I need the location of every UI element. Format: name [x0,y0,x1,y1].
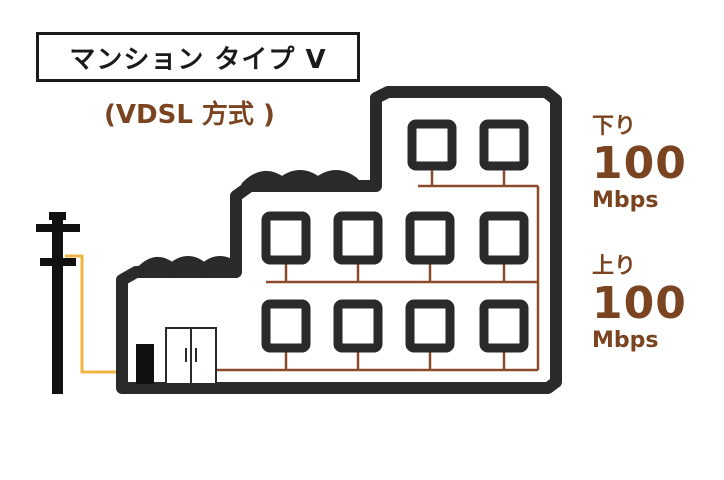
room-unit [405,299,455,353]
room-unit [479,299,529,353]
roof-bumps-upper [241,170,359,191]
pole-crossarm-bottom [40,258,76,266]
vdsl-device [136,344,154,384]
upload-unit: Mbps [592,328,659,353]
upload-label: 上り [592,254,637,279]
upload-value: 100 [592,278,687,329]
roof-bumps-lower [135,256,241,277]
utility-pole [36,212,80,394]
room-unit [479,211,529,265]
download-label: 下り [592,114,637,139]
upload-speed: 上り 100 Mbps [592,254,687,354]
building-wiring [216,166,540,372]
room-unit [333,299,383,353]
title-box: マンション タイプ V [36,32,360,82]
room-unit [405,211,455,265]
distribution-cabinet [165,327,217,385]
download-speed: 下り 100 Mbps [592,114,687,214]
room-unit [261,211,311,265]
room-unit [261,299,311,353]
room-unit [333,211,383,265]
page-title: マンション タイプ V [69,44,327,75]
room-unit [479,119,529,171]
room-units [261,119,529,353]
download-unit: Mbps [592,188,659,213]
pole-shaft [52,214,63,394]
incoming-line [65,254,138,374]
download-value: 100 [592,138,687,189]
pole-cap [49,212,66,220]
pole-crossarm-top [36,224,80,232]
room-unit [407,119,457,171]
subtitle: (VDSL 方式 ) [104,100,275,130]
